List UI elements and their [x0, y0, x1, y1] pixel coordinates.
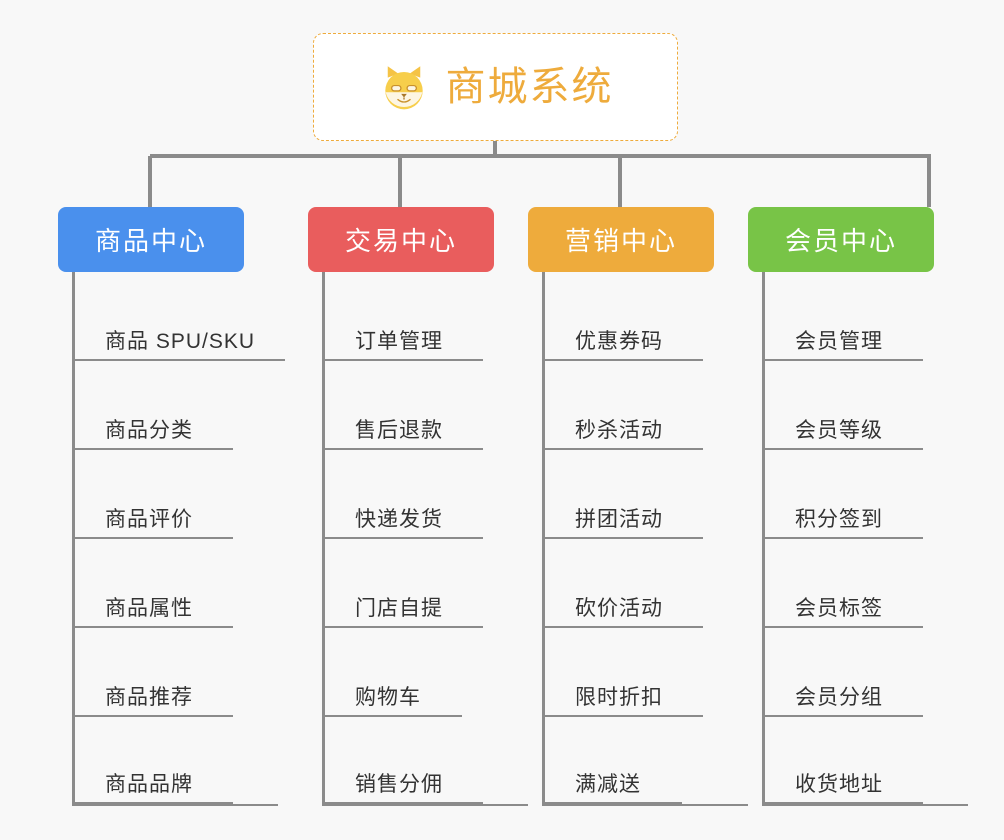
leaf-label: 会员等级: [795, 418, 883, 442]
list-item[interactable]: 限时折扣: [545, 628, 748, 717]
category-columns: 商品中心 商品 SPU/SKU 商品分类 商品评价 商品属性: [0, 207, 1004, 807]
leaf-underline: [545, 802, 682, 804]
leaf-label: 商品推荐: [105, 685, 193, 709]
leaf-label: 拼团活动: [575, 507, 663, 531]
shiba-dog-icon: [378, 63, 430, 115]
list-item[interactable]: 拼团活动: [545, 450, 748, 539]
root-title: 商城系统: [445, 65, 614, 109]
leaf-label: 订单管理: [355, 329, 443, 353]
leaf-underline: [545, 626, 703, 628]
leaf-underline: [545, 359, 703, 361]
leaf-label: 购物车: [355, 685, 421, 709]
list-item[interactable]: 商品 SPU/SKU: [75, 272, 285, 361]
leaf-underline: [75, 802, 233, 804]
list-item[interactable]: 秒杀活动: [545, 361, 748, 450]
leaf-underline: [75, 448, 233, 450]
leaf-label: 商品品牌: [105, 772, 193, 796]
leaf-underline: [765, 448, 923, 450]
leaf-list-product: 商品 SPU/SKU 商品分类 商品评价 商品属性 商品推荐: [72, 272, 285, 806]
leaf-underline: [545, 537, 703, 539]
leaf-label: 会员标签: [795, 596, 883, 620]
leaf-underline: [325, 359, 483, 361]
list-item[interactable]: 商品评价: [75, 450, 278, 539]
leaf-label: 限时折扣: [575, 685, 663, 709]
list-item[interactable]: 积分签到: [765, 450, 968, 539]
leaf-list-member: 会员管理 会员等级 积分签到 会员标签 会员分组: [762, 272, 968, 806]
category-column-product: 商品中心 商品 SPU/SKU 商品分类 商品评价 商品属性: [58, 207, 285, 806]
leaf-label: 积分签到: [795, 507, 883, 531]
leaf-underline: [765, 359, 923, 361]
list-item[interactable]: 商品分类: [75, 361, 278, 450]
list-item[interactable]: 满减送: [545, 717, 748, 806]
leaf-underline: [765, 802, 923, 804]
list-item[interactable]: 会员等级: [765, 361, 968, 450]
list-item[interactable]: 快递发货: [325, 450, 528, 539]
leaf-underline: [75, 715, 233, 717]
leaf-underline: [325, 715, 462, 717]
leaf-label: 商品 SPU/SKU: [105, 329, 256, 353]
category-header-marketing[interactable]: 营销中心: [528, 207, 714, 272]
leaf-label: 砍价活动: [575, 596, 663, 620]
leaf-underline: [75, 359, 285, 361]
category-column-trade: 交易中心 订单管理 售后退款 快递发货 门店自提: [308, 207, 528, 806]
leaf-label: 门店自提: [355, 596, 443, 620]
category-column-marketing: 营销中心 优惠券码 秒杀活动 拼团活动 砍价活动: [528, 207, 748, 806]
leaf-label: 快递发货: [355, 507, 443, 531]
list-item[interactable]: 门店自提: [325, 539, 528, 628]
leaf-list-marketing: 优惠券码 秒杀活动 拼团活动 砍价活动 限时折扣: [542, 272, 748, 806]
leaf-label: 商品分类: [105, 418, 193, 442]
leaf-underline: [545, 715, 703, 717]
list-item[interactable]: 商品推荐: [75, 628, 278, 717]
leaf-underline: [75, 537, 233, 539]
category-column-member: 会员中心 会员管理 会员等级 积分签到 会员标签: [748, 207, 968, 806]
leaf-underline: [325, 448, 483, 450]
leaf-underline: [325, 626, 483, 628]
leaf-label: 秒杀活动: [575, 418, 663, 442]
list-item[interactable]: 会员标签: [765, 539, 968, 628]
root-node[interactable]: 商城系统: [313, 33, 678, 141]
leaf-underline: [765, 537, 923, 539]
list-item[interactable]: 商品属性: [75, 539, 278, 628]
leaf-label: 商品评价: [105, 507, 193, 531]
leaf-label: 会员分组: [795, 685, 883, 709]
leaf-label: 收货地址: [795, 772, 883, 796]
category-header-label: 商品中心: [94, 226, 207, 256]
category-header-label: 营销中心: [564, 226, 677, 256]
leaf-label: 售后退款: [355, 418, 443, 442]
list-item[interactable]: 会员分组: [765, 628, 968, 717]
category-header-product[interactable]: 商品中心: [58, 207, 244, 272]
list-item[interactable]: 砍价活动: [545, 539, 748, 628]
leaf-label: 满减送: [575, 772, 641, 796]
category-header-label: 会员中心: [784, 226, 897, 256]
list-item[interactable]: 售后退款: [325, 361, 528, 450]
category-header-member[interactable]: 会员中心: [748, 207, 934, 272]
list-item[interactable]: 商品品牌: [75, 717, 278, 806]
list-item[interactable]: 会员管理: [765, 272, 968, 361]
category-header-trade[interactable]: 交易中心: [308, 207, 494, 272]
leaf-underline: [545, 448, 703, 450]
list-item[interactable]: 订单管理: [325, 272, 528, 361]
list-item[interactable]: 购物车: [325, 628, 528, 717]
category-header-label: 交易中心: [344, 226, 457, 256]
leaf-label: 优惠券码: [575, 329, 663, 353]
leaf-underline: [75, 626, 233, 628]
leaf-underline: [325, 802, 483, 804]
leaf-label: 销售分佣: [355, 772, 443, 796]
leaf-label: 商品属性: [105, 596, 193, 620]
list-item[interactable]: 收货地址: [765, 717, 968, 806]
leaf-underline: [765, 626, 923, 628]
leaf-list-trade: 订单管理 售后退款 快递发货 门店自提 购物车: [322, 272, 528, 806]
leaf-label: 会员管理: [795, 329, 883, 353]
list-item[interactable]: 优惠券码: [545, 272, 748, 361]
leaf-underline: [325, 537, 483, 539]
leaf-underline: [765, 715, 923, 717]
list-item[interactable]: 销售分佣: [325, 717, 528, 806]
